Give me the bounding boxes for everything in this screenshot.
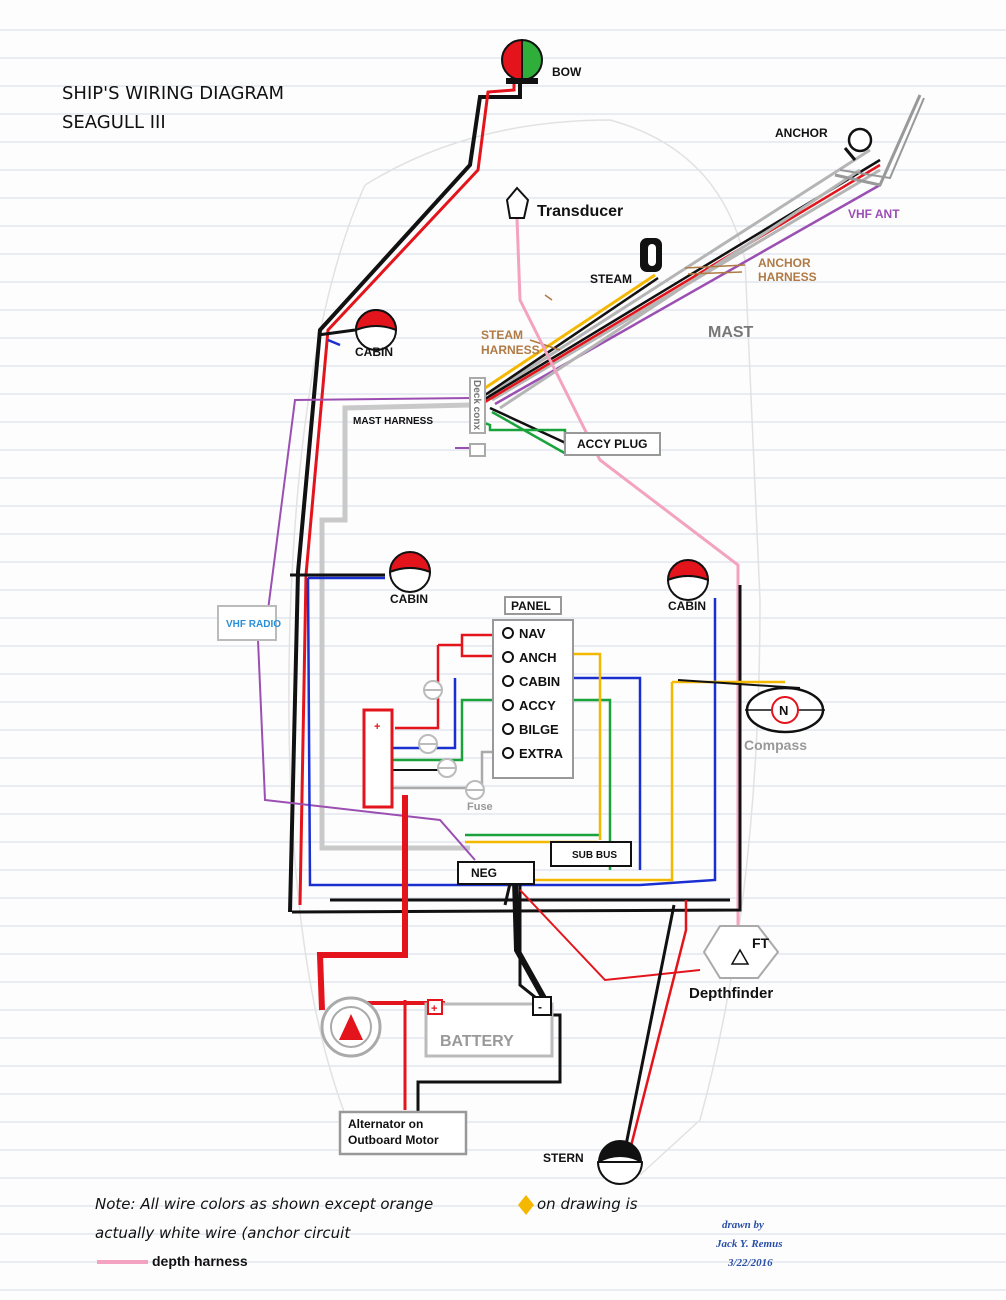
transducer-label: Transducer <box>537 203 623 220</box>
steam-harness-label-1: STEAM <box>481 328 523 342</box>
anchor-light <box>847 127 873 153</box>
steam-harness-label-2: HARNESS <box>481 343 540 357</box>
diagram-subtitle: SEAGULL III <box>62 112 166 133</box>
vhf-radio-box <box>217 605 277 641</box>
red-power-wires <box>316 633 701 1151</box>
signature-line-2: Jack Y. Remus <box>715 1238 783 1250</box>
vhf-radio-label: VHF RADIO <box>226 619 281 630</box>
note-line-2: actually white wire (anchor circuit <box>95 1224 351 1242</box>
panel-box <box>492 619 574 779</box>
sub-bus-box <box>550 841 632 867</box>
depth-harness-wire <box>515 217 740 930</box>
stern-light <box>596 1140 644 1185</box>
mast-harness-label: MAST HARNESS <box>353 416 433 427</box>
panel-switch-nav <box>502 627 514 639</box>
battery-plus-label: + <box>431 1003 437 1015</box>
battery-minus-label: - <box>538 1000 542 1014</box>
alternator-label-2: Outboard Motor <box>348 1133 439 1147</box>
panel-switch-label-anch: ANCH <box>519 650 557 665</box>
panel-switch-extra <box>502 747 514 759</box>
panel-switch-labels: NAV ANCH CABIN ACCY BILGE EXTRA <box>519 626 564 761</box>
panel-switch-cabin <box>502 675 514 687</box>
depth-harness-legend-label: depth harness <box>152 1253 248 1269</box>
panel-switch-label-cabin: CABIN <box>519 674 560 689</box>
cabin-label-right: CABIN <box>668 599 706 613</box>
diagram-title: SHIP'S WIRING DIAGRAM <box>62 83 284 104</box>
panel-switch-accy <box>502 699 514 711</box>
mast-harness-wires <box>479 94 925 457</box>
sub-bus-label: SUB BUS <box>572 850 617 861</box>
battery-label: BATTERY <box>440 1033 514 1050</box>
compass-label: Compass <box>744 737 807 753</box>
mast-harness-gray <box>319 402 471 851</box>
fuse-label: Fuse <box>467 801 493 813</box>
panel-switch-label-nav: NAV <box>519 626 546 641</box>
cabin-label-left: CABIN <box>390 592 428 606</box>
stern-label: STERN <box>543 1151 584 1165</box>
alternator-label-1: Alternator on <box>348 1117 423 1131</box>
note-line-1a: Note: All wire colors as shown except or… <box>95 1195 433 1213</box>
anchor-harness-label-1: ANCHOR <box>758 256 811 270</box>
panel-switch-anch <box>502 651 514 663</box>
cabin-light-top <box>354 309 398 351</box>
vhf-antenna-cable <box>257 397 476 861</box>
mast-label: MAST <box>708 324 754 341</box>
accy-plug-label: ACCY PLUG <box>577 437 647 451</box>
alternator-icon <box>320 996 382 1058</box>
depthfinder-label: Depthfinder <box>689 985 773 1002</box>
panel-title: PANEL <box>511 599 551 613</box>
accy-plug-box <box>564 432 661 456</box>
anchor-label: ANCHOR <box>775 126 828 140</box>
cabin-label-top: CABIN <box>355 345 393 359</box>
bus-plus-label: + <box>374 721 380 733</box>
positive-bus <box>362 708 394 809</box>
ft-label: FT <box>752 935 770 951</box>
depthfinder-icon <box>702 925 780 979</box>
battery-icon <box>424 996 554 1058</box>
bow-light <box>501 38 543 84</box>
anchor-harness-ticks <box>529 264 746 351</box>
signature-line-3: 3/22/2016 <box>727 1257 773 1269</box>
transducer-icon <box>505 186 530 219</box>
panel-switch-circles <box>502 627 514 759</box>
deck-connector <box>469 377 486 457</box>
signature-line-1: drawn by <box>722 1219 764 1231</box>
panel-switch-label-bilge: BILGE <box>519 722 559 737</box>
compass-n-label: N <box>779 703 788 718</box>
compass-icon <box>745 686 825 734</box>
deck-conx-label: Deck conx <box>471 380 482 430</box>
neg-heavy-wire <box>512 879 548 1002</box>
steam-light <box>640 238 662 272</box>
panel-switch-label-accy: ACCY <box>519 698 556 713</box>
neg-bus-box <box>457 861 535 885</box>
panel-title-box <box>504 596 562 615</box>
anchor-harness-label-2: HARNESS <box>758 270 817 284</box>
vhf-ant-label: VHF ANT <box>848 207 900 221</box>
black-compass-wire <box>677 679 801 689</box>
alternator-label-box <box>338 1110 468 1156</box>
neg-label: NEG <box>471 866 497 880</box>
fuse-icons <box>418 680 485 800</box>
stern-black-wire <box>623 904 676 1151</box>
panel-switch-label-extra: EXTRA <box>519 746 564 761</box>
bow-label: BOW <box>552 65 582 79</box>
note-line-1b: on drawing is <box>537 1195 638 1213</box>
orange-diamond-marker <box>518 1195 534 1215</box>
cabin-light-left <box>388 551 432 593</box>
gray-extra-wire <box>385 750 500 790</box>
panel-switch-bilge <box>502 723 514 735</box>
steam-label: STEAM <box>590 272 632 286</box>
cabin-light-right <box>666 559 710 601</box>
